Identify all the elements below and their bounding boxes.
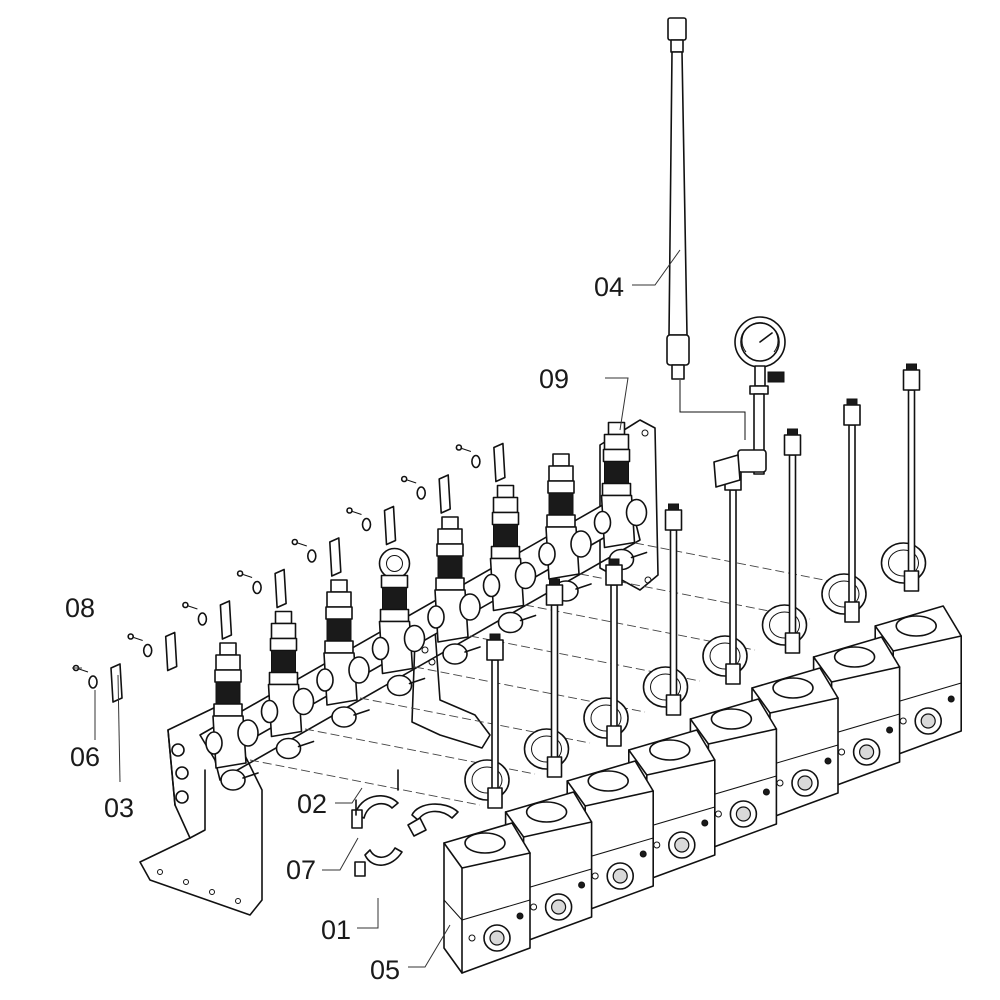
screw-tag-set xyxy=(182,600,233,640)
callout-09: 09 xyxy=(539,364,569,394)
dashed-line xyxy=(249,759,481,806)
screw-tag-set xyxy=(400,474,451,514)
sensor-cable xyxy=(880,363,927,592)
callout-04: 04 xyxy=(594,272,624,302)
long-sensor-cable xyxy=(666,17,746,440)
pressure-gauge xyxy=(713,316,786,488)
callout-01: 01 xyxy=(321,915,351,945)
callout-05: 05 xyxy=(370,955,400,985)
screw-tag-set xyxy=(127,631,178,672)
callout-07: 07 xyxy=(286,855,316,885)
callout-03: 03 xyxy=(104,793,134,823)
callout-06: 06 xyxy=(70,742,100,772)
screw-tag-set xyxy=(455,442,506,483)
actuator-row xyxy=(443,605,962,974)
screw-tag-set xyxy=(291,537,342,577)
sensor-cable xyxy=(821,398,867,623)
sensor-cable xyxy=(642,503,689,716)
actuator xyxy=(443,822,531,974)
valve xyxy=(205,642,259,791)
valve xyxy=(427,516,481,665)
valve-bodies xyxy=(205,421,648,791)
screw-tag-set xyxy=(72,663,123,703)
screw-tag-set xyxy=(346,505,397,546)
valve xyxy=(316,579,370,728)
clamp-assembly xyxy=(351,769,459,877)
callout-02: 02 xyxy=(297,789,327,819)
actuator xyxy=(566,760,654,912)
valve xyxy=(371,547,426,697)
callout-08: 08 xyxy=(65,593,95,623)
sensor-cable xyxy=(702,463,748,685)
screw-washer-tag-sets xyxy=(72,442,506,703)
valve xyxy=(538,453,592,602)
sensor-cable xyxy=(523,578,570,778)
callout-labels: 04 09 08 06 03 02 07 01 05 xyxy=(65,272,624,985)
leader-lines xyxy=(72,249,681,968)
sensor-cable xyxy=(464,633,510,809)
valve xyxy=(482,484,537,634)
sensor-cable xyxy=(583,558,629,747)
valve xyxy=(260,610,315,760)
screw-tag-set xyxy=(236,568,287,609)
sensor-cable xyxy=(761,428,808,654)
sensor-cables xyxy=(464,363,927,809)
